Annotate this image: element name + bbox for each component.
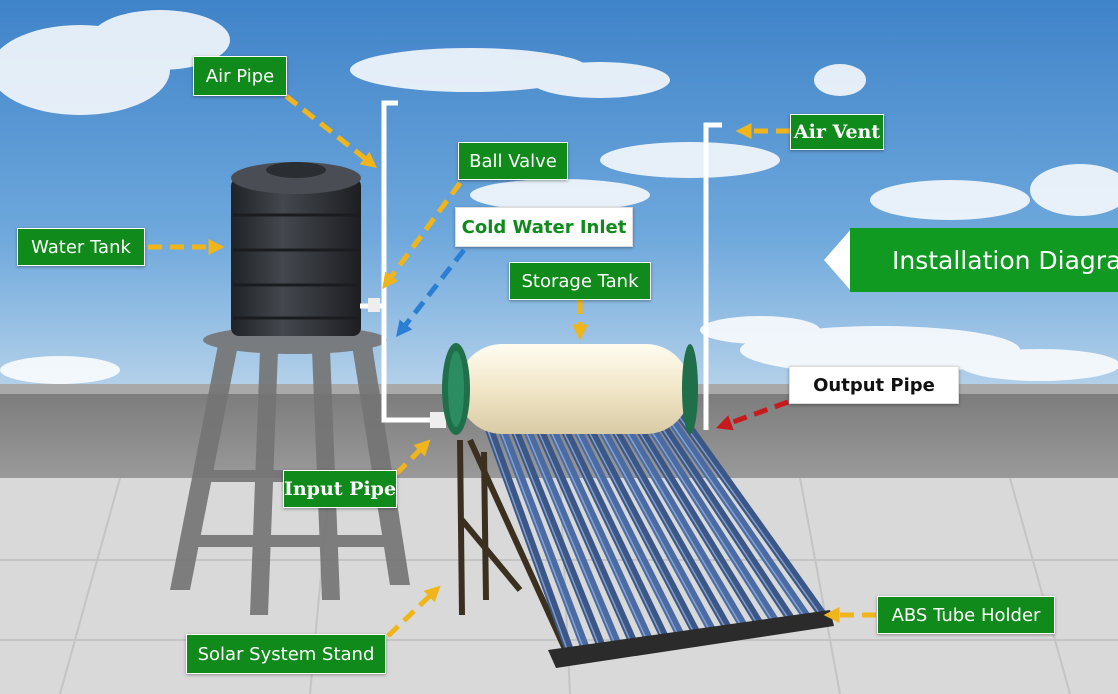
water-tank bbox=[231, 162, 361, 336]
label-output-pipe: Output Pipe bbox=[789, 366, 959, 404]
vacuum-tube bbox=[638, 409, 780, 627]
vacuum-tube-highlight bbox=[676, 413, 822, 616]
label-cold-water-inlet: Cold Water Inlet bbox=[455, 207, 633, 247]
vacuum-tube bbox=[650, 409, 796, 625]
vacuum-tube-highlight bbox=[554, 413, 664, 639]
vacuum-tube bbox=[540, 409, 654, 645]
label-air-vent: Air Vent bbox=[790, 114, 884, 150]
vacuum-tube-highlight bbox=[578, 413, 696, 634]
vacuum-tube bbox=[625, 409, 765, 629]
vacuum-tube-highlight bbox=[505, 413, 601, 648]
arrow-air-pipe bbox=[284, 94, 378, 168]
vacuum-tube bbox=[528, 409, 638, 648]
vacuum-tube-highlight bbox=[664, 413, 806, 618]
inlet-connector bbox=[430, 412, 446, 428]
label-input-pipe: Input Pipe bbox=[283, 470, 397, 508]
abs-tube-holder bbox=[548, 610, 834, 668]
label-solar-system-stand: Solar System Stand bbox=[186, 634, 386, 674]
vacuum-tube-highlight bbox=[603, 413, 727, 630]
vacuum-tube-highlight bbox=[639, 413, 775, 623]
solar-system-stand bbox=[457, 438, 573, 662]
label-abs-tube-holder: ABS Tube Holder bbox=[877, 596, 1055, 634]
vacuum-tube bbox=[601, 409, 733, 634]
vacuum-tube bbox=[564, 409, 686, 641]
vacuum-tube bbox=[516, 409, 622, 650]
label-water-tank: Water Tank bbox=[17, 228, 145, 266]
installation-diagram-banner: Installation Diagra bbox=[850, 228, 1118, 292]
vacuum-tube bbox=[662, 409, 812, 622]
vacuum-tube bbox=[589, 409, 717, 636]
vacuum-tube bbox=[503, 409, 607, 652]
pointer-arrows bbox=[148, 94, 876, 638]
storage-tank bbox=[442, 343, 698, 435]
arrow-solar-stand bbox=[386, 585, 441, 638]
vacuum-tube-highlight bbox=[493, 413, 585, 650]
vacuum-tube bbox=[577, 409, 701, 639]
vacuum-tube-highlight bbox=[615, 413, 743, 628]
vacuum-tube-highlight bbox=[530, 413, 632, 644]
vacuum-tube bbox=[613, 409, 749, 632]
vacuum-tube-highlight bbox=[481, 413, 569, 653]
vacuum-tube-highlight bbox=[566, 413, 680, 637]
vacuum-tube bbox=[674, 409, 828, 620]
vacuum-tube-highlight bbox=[627, 413, 759, 625]
label-ball-valve: Ball Valve bbox=[458, 142, 568, 180]
vacuum-tube-highlight bbox=[517, 413, 617, 646]
label-storage-tank: Storage Tank bbox=[509, 262, 651, 300]
vacuum-tube bbox=[491, 409, 591, 655]
arrow-input-pipe bbox=[394, 439, 431, 476]
vacuum-tube-highlight bbox=[652, 413, 790, 621]
arrow-output-pipe bbox=[715, 399, 789, 431]
clouds bbox=[0, 10, 1118, 384]
vacuum-tubes bbox=[479, 409, 828, 657]
vacuum-tube bbox=[479, 409, 575, 657]
label-air-pipe: Air Pipe bbox=[193, 56, 287, 96]
vacuum-tube-highlight bbox=[542, 413, 648, 641]
vacuum-tube-highlight bbox=[591, 413, 711, 632]
arrow-cold-water-inlet bbox=[396, 248, 466, 338]
ball-valve-fitting bbox=[368, 298, 380, 312]
vacuum-tube bbox=[552, 409, 670, 643]
